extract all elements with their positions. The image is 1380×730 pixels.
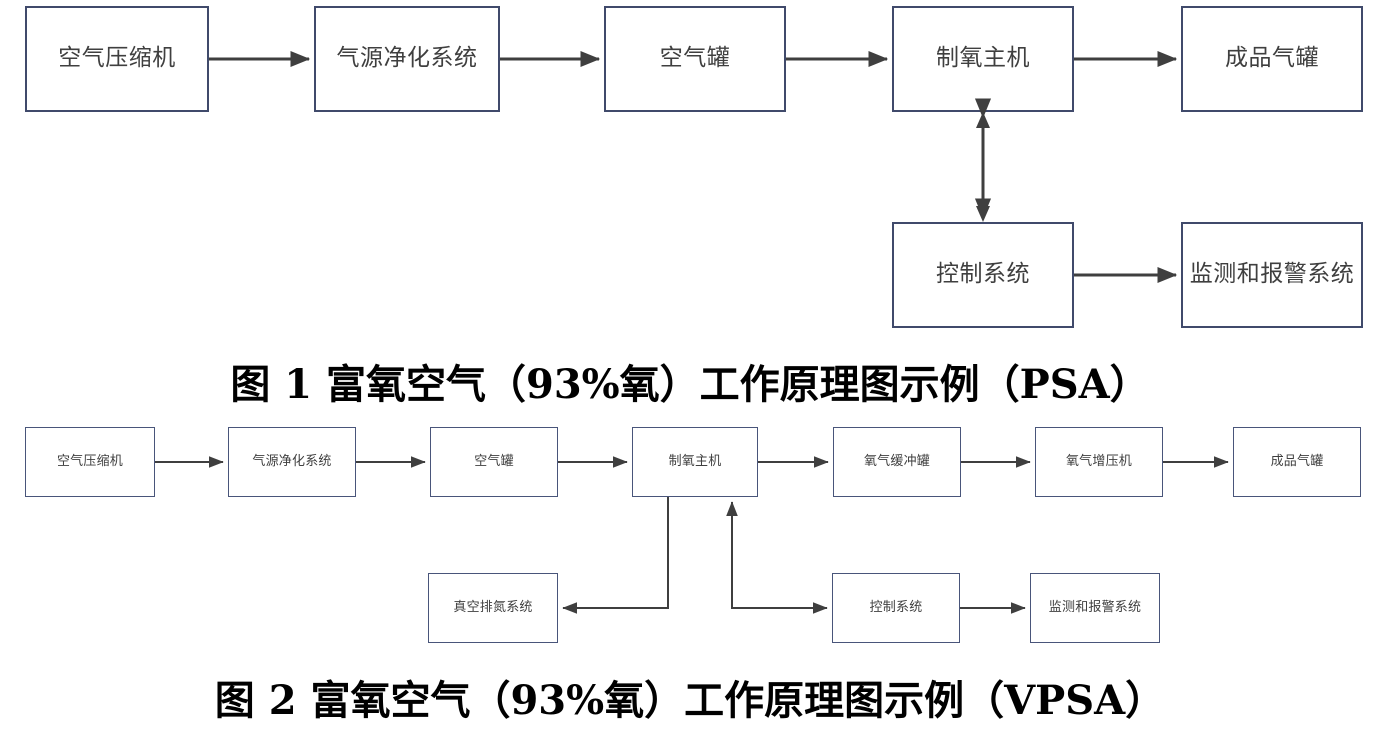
node-monitoring-alarm[interactable]: 监测和报警系统 — [1181, 222, 1363, 328]
node-label: 成品气罐 — [1270, 453, 1324, 469]
node-label: 空气罐 — [659, 45, 731, 72]
node-control-system-2[interactable]: 控制系统 — [832, 573, 960, 643]
node-air-tank-2[interactable]: 空气罐 — [430, 427, 558, 497]
node-label: 气源净化系统 — [252, 453, 332, 469]
node-label: 监测和报警系统 — [1189, 261, 1355, 288]
node-gas-purification[interactable]: 气源净化系统 — [314, 6, 500, 112]
node-gas-purification-2[interactable]: 气源净化系统 — [228, 427, 356, 497]
node-vacuum-nitrogen[interactable]: 真空排氮系统 — [428, 573, 558, 643]
node-label: 氧气缓冲罐 — [863, 453, 930, 469]
figure-2-caption: 图 2 富氧空气（93%氧）工作原理图示例（VPSA） — [214, 677, 1166, 724]
node-label: 空气压缩机 — [56, 453, 123, 469]
node-label: 控制系统 — [869, 599, 923, 615]
node-label: 气源净化系统 — [336, 45, 478, 72]
node-monitoring-alarm-2[interactable]: 监测和报警系统 — [1030, 573, 1160, 643]
node-label: 监测和报警系统 — [1048, 599, 1142, 615]
arrowhead-up-generator — [976, 112, 990, 128]
node-control-system[interactable]: 控制系统 — [892, 222, 1074, 328]
node-product-gas-tank[interactable]: 成品气罐 — [1181, 6, 1363, 112]
edge2-generator-to-vacuum — [562, 497, 669, 614]
node-label: 制氧主机 — [668, 453, 722, 469]
node-label: 空气压缩机 — [58, 45, 176, 72]
edge2-control-to-generator — [726, 501, 827, 609]
node-oxygen-generator-2[interactable]: 制氧主机 — [632, 427, 758, 497]
node-label: 氧气增压机 — [1065, 453, 1132, 469]
node-air-tank[interactable]: 空气罐 — [604, 6, 786, 112]
node-oxygen-generator[interactable]: 制氧主机 — [892, 6, 1074, 112]
node-oxygen-booster[interactable]: 氧气增压机 — [1035, 427, 1163, 497]
node-label: 成品气罐 — [1225, 45, 1319, 72]
node-air-compressor-2[interactable]: 空气压缩机 — [25, 427, 155, 497]
node-oxygen-buffer-tank[interactable]: 氧气缓冲罐 — [833, 427, 961, 497]
node-label: 真空排氮系统 — [453, 599, 533, 615]
arrowhead-down-control — [976, 206, 990, 222]
figure-1-caption: 图 1 富氧空气（93%氧）工作原理图示例（PSA） — [230, 361, 1150, 408]
node-air-compressor[interactable]: 空气压缩机 — [25, 6, 209, 112]
node-label: 制氧主机 — [936, 45, 1030, 72]
node-label: 空气罐 — [474, 453, 514, 469]
node-product-gas-tank-2[interactable]: 成品气罐 — [1233, 427, 1361, 497]
node-label: 控制系统 — [936, 261, 1030, 288]
